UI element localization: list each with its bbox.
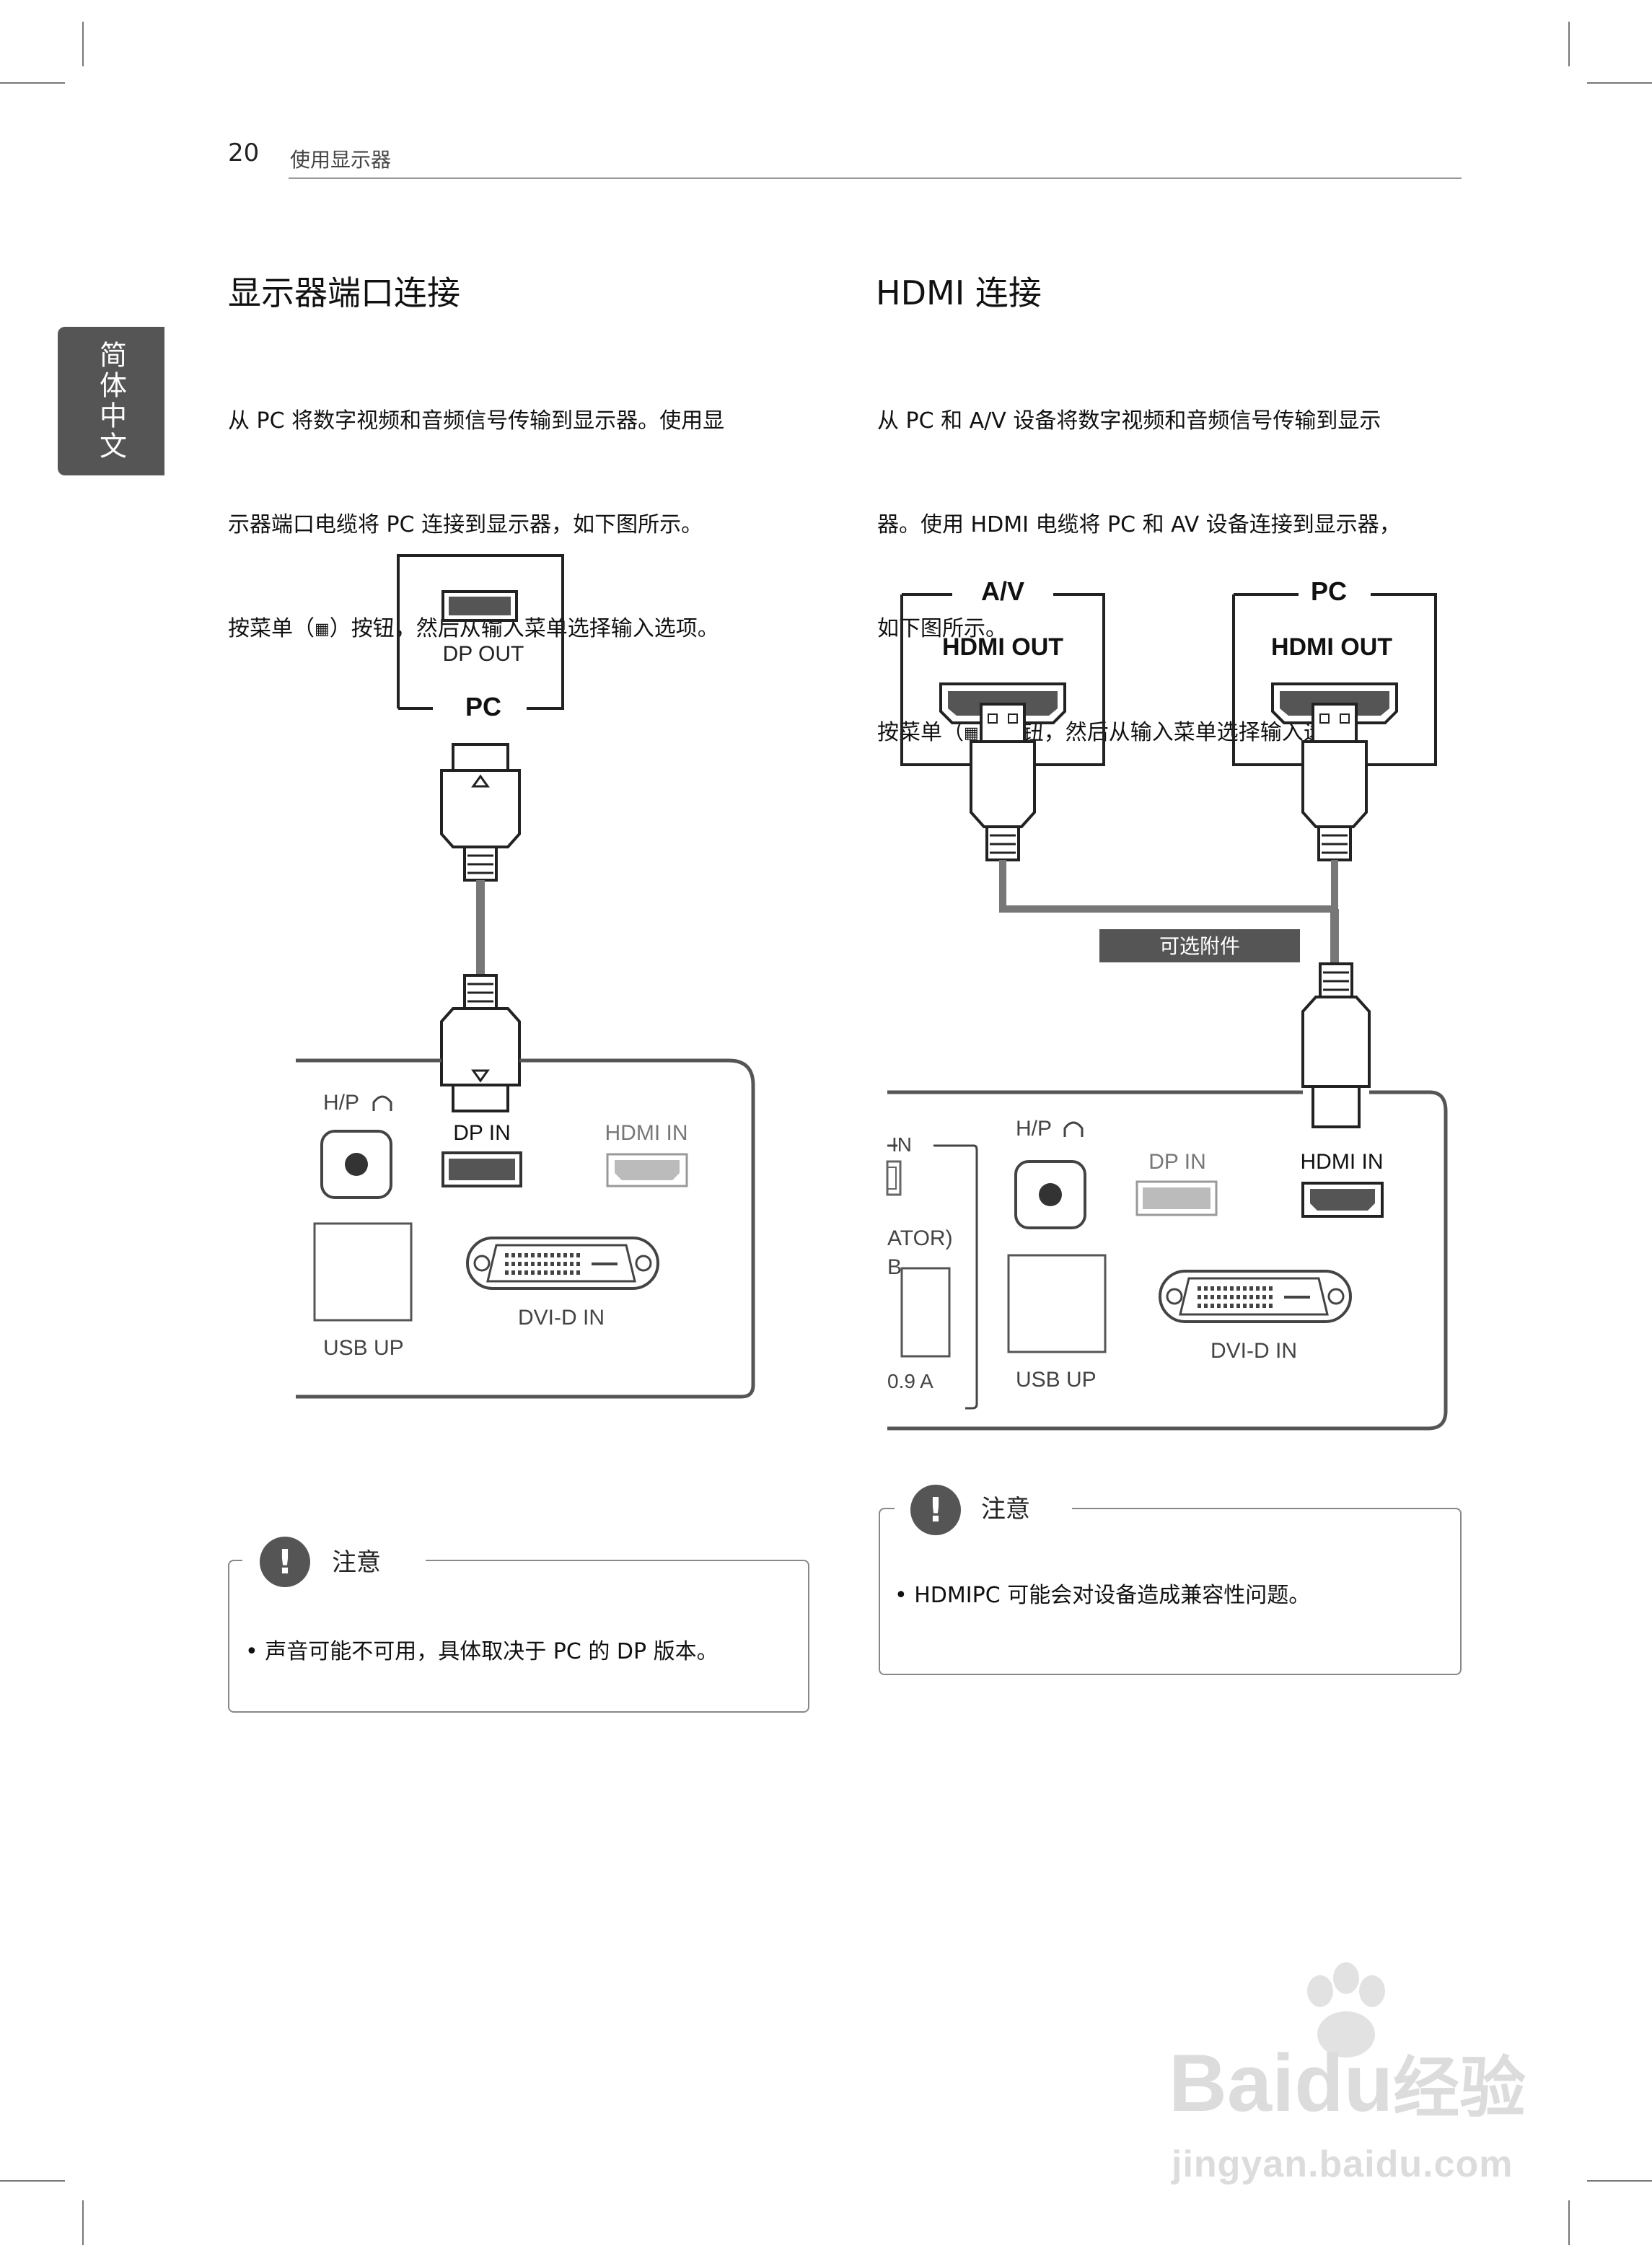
left-paragraph-line: 从 PC 将数字视频和音频信号传输到显示器。使用显	[228, 408, 725, 434]
partial-b-label: B	[887, 1255, 902, 1279]
av-hdmi-out-label: HDMI OUT	[942, 633, 1063, 661]
right-note-title: 注意	[981, 1495, 1030, 1524]
usb-up-label: USB UP	[323, 1336, 404, 1360]
left-paragraph: 从 PC 将数字视频和音频信号传输到显示器。使用显 示器端口电缆将 PC 连接到…	[228, 335, 820, 682]
right-note-text: HDMIPC 可能会对设备造成兼容性问题。	[914, 1583, 1311, 1608]
av-device-box	[900, 593, 1105, 766]
warning-icon: !	[910, 1485, 961, 1535]
crop-mark	[0, 2180, 65, 2182]
usb-up-port	[313, 1222, 413, 1322]
page-number: 20	[228, 139, 260, 167]
monitor-back-panel	[296, 1058, 755, 1399]
watermark-url: jingyan.baidu.com	[1172, 2143, 1513, 2185]
header-rule	[289, 177, 1462, 179]
right-paragraph-line: 如下图所示。	[877, 616, 1007, 641]
left-note-box	[228, 1560, 809, 1713]
crop-mark	[0, 82, 65, 84]
headphone-icon	[372, 1095, 392, 1111]
watermark-brand: Baidu经验	[1169, 2034, 1526, 2130]
dvi-d-in-port	[466, 1237, 659, 1290]
dp-plug-lower	[440, 974, 521, 1112]
instr-after: ）按钮，然后从输入菜单选择输入选项。	[329, 616, 719, 641]
instr-before: 按菜单（	[877, 720, 964, 745]
crop-mark	[82, 22, 84, 66]
partial-in-label: IN	[892, 1133, 912, 1156]
dvi-d-in-label: DVI-D IN	[1211, 1339, 1297, 1363]
bullet: •	[895, 1583, 908, 1608]
left-note-title: 注意	[332, 1548, 381, 1577]
hdmi-in-label: HDMI IN	[1301, 1150, 1384, 1174]
dp-in-label: DP IN	[1148, 1150, 1205, 1174]
crop-mark	[1587, 82, 1652, 84]
right-note-item: • HDMIPC 可能会对设备造成兼容性问题。	[895, 1577, 1310, 1609]
right-note-box	[879, 1508, 1462, 1675]
watermark-brand-cn: 经验	[1393, 2050, 1526, 2127]
dvi-d-in-label: DVI-D IN	[518, 1306, 605, 1330]
crop-mark	[82, 2200, 84, 2245]
hdmi-plug-monitor	[1301, 962, 1371, 1128]
right-paragraph: 从 PC 和 A/V 设备将数字视频和音频信号传输到显示 器。使用 HDMI 电…	[877, 335, 1476, 786]
hdmi-plug-pc	[1301, 703, 1368, 861]
partial-ator-label: ATOR)	[887, 1226, 953, 1250]
hdmi-cables	[999, 860, 1338, 913]
language-tab-label: 简体中文	[95, 341, 127, 462]
partial-usb-port	[900, 1267, 951, 1358]
menu-button-icon: ▦	[315, 620, 330, 638]
usb-up-label: USB UP	[1016, 1368, 1097, 1392]
hp-label: H/P	[1016, 1117, 1052, 1141]
right-paragraph-line: 器。使用 HDMI 电缆将 PC 和 AV 设备连接到显示器，	[877, 512, 1401, 537]
crop-mark	[1568, 2200, 1570, 2245]
pc-label: PC	[465, 692, 501, 721]
right-paragraph-line: 从 PC 和 A/V 设备将数字视频和音频信号传输到显示	[877, 408, 1381, 434]
bullet: •	[245, 1639, 258, 1664]
warning-icon: !	[260, 1537, 310, 1587]
left-note-item: • 声音可能不可用，具体取决于 PC 的 DP 版本。	[245, 1633, 719, 1665]
dp-out-label: DP OUT	[443, 642, 524, 666]
pc-hdmi-out-label: HDMI OUT	[1271, 633, 1392, 661]
instr-before: 按菜单（	[228, 616, 315, 641]
hp-label: H/P	[323, 1091, 359, 1115]
dp-connection-diagram: DP OUT PC H/P DP IN HDMI IN USB UP	[296, 554, 755, 1399]
dp-in-label: DP IN	[453, 1121, 510, 1145]
running-header: 使用显示器	[290, 148, 392, 172]
monitor-back-panel	[887, 1090, 1448, 1431]
crop-mark	[1587, 2180, 1652, 2182]
language-tab	[58, 327, 164, 475]
dvi-d-in-port	[1159, 1270, 1352, 1323]
hdmi-plug-av	[970, 703, 1036, 861]
left-section-title: 显示器端口连接	[228, 273, 460, 312]
crop-mark	[1568, 22, 1570, 66]
hdmi-connection-diagram: A/V HDMI OUT PC HDMI OUT 可选附件	[886, 576, 1448, 1431]
left-paragraph-line: 示器端口电缆将 PC 连接到显示器，如下图所示。	[228, 512, 703, 537]
paw-icon	[1307, 1962, 1385, 2058]
hdmi-in-label: HDMI IN	[605, 1121, 688, 1145]
watermark: Baidu经验 jingyan.baidu.com	[1169, 1962, 1558, 2200]
usb-up-port	[1007, 1254, 1107, 1353]
av-label: A/V	[981, 576, 1024, 606]
pc-label: PC	[1311, 576, 1347, 606]
watermark-brand-text: Baidu	[1169, 2038, 1394, 2128]
optional-accessory-label: 可选附件	[1159, 935, 1240, 957]
left-note-text: 声音可能不可用，具体取决于 PC 的 DP 版本。	[265, 1639, 719, 1664]
left-instruction: 按菜单（▦）按钮，然后从输入菜单选择输入选项。	[228, 612, 820, 647]
pc-device-box	[1232, 593, 1437, 766]
headphone-icon	[1063, 1121, 1084, 1137]
dp-plug-upper	[440, 743, 521, 882]
menu-button-icon: ▦	[964, 724, 979, 742]
optional-accessory-badge	[1099, 929, 1300, 962]
partial-a-label: 0.9 A	[887, 1370, 933, 1392]
right-section-title: HDMI 连接	[876, 273, 1042, 312]
